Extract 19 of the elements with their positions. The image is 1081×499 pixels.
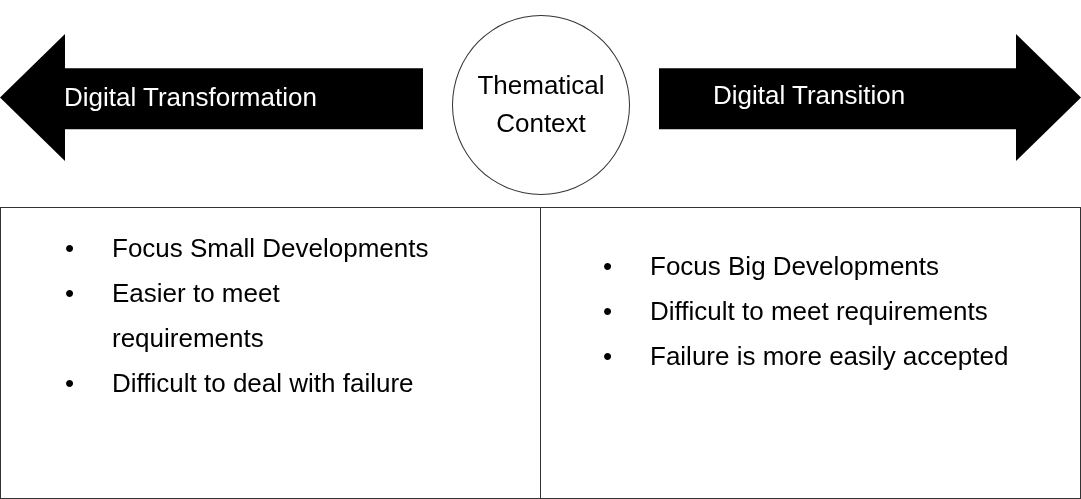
bullet: • [65,277,76,310]
arrow-label: Digital Transformation [64,82,317,112]
bullet-text: Difficult to deal with failure [112,367,414,400]
bullet-text: Focus Big Developments [650,250,940,283]
bullet: • [603,295,614,328]
bullet: • [65,367,76,400]
bullet: • [603,250,614,283]
bullet-text: Difficult to meet requirements [650,295,988,328]
circle-label: Thematical Context [476,69,606,140]
bullet-text: Easier to meet requirements [112,277,281,355]
arrow-label: Digital Transition [713,80,906,110]
bullet: • [65,232,76,265]
bullet-text: Focus Small Developments [112,232,429,265]
table-cell [540,207,1081,499]
bullet: • [603,340,614,373]
table-cell [0,207,541,499]
bullet-text: Failure is more easily accepted [650,340,1009,373]
block-arrow [0,34,423,161]
block-arrow [659,34,1081,161]
